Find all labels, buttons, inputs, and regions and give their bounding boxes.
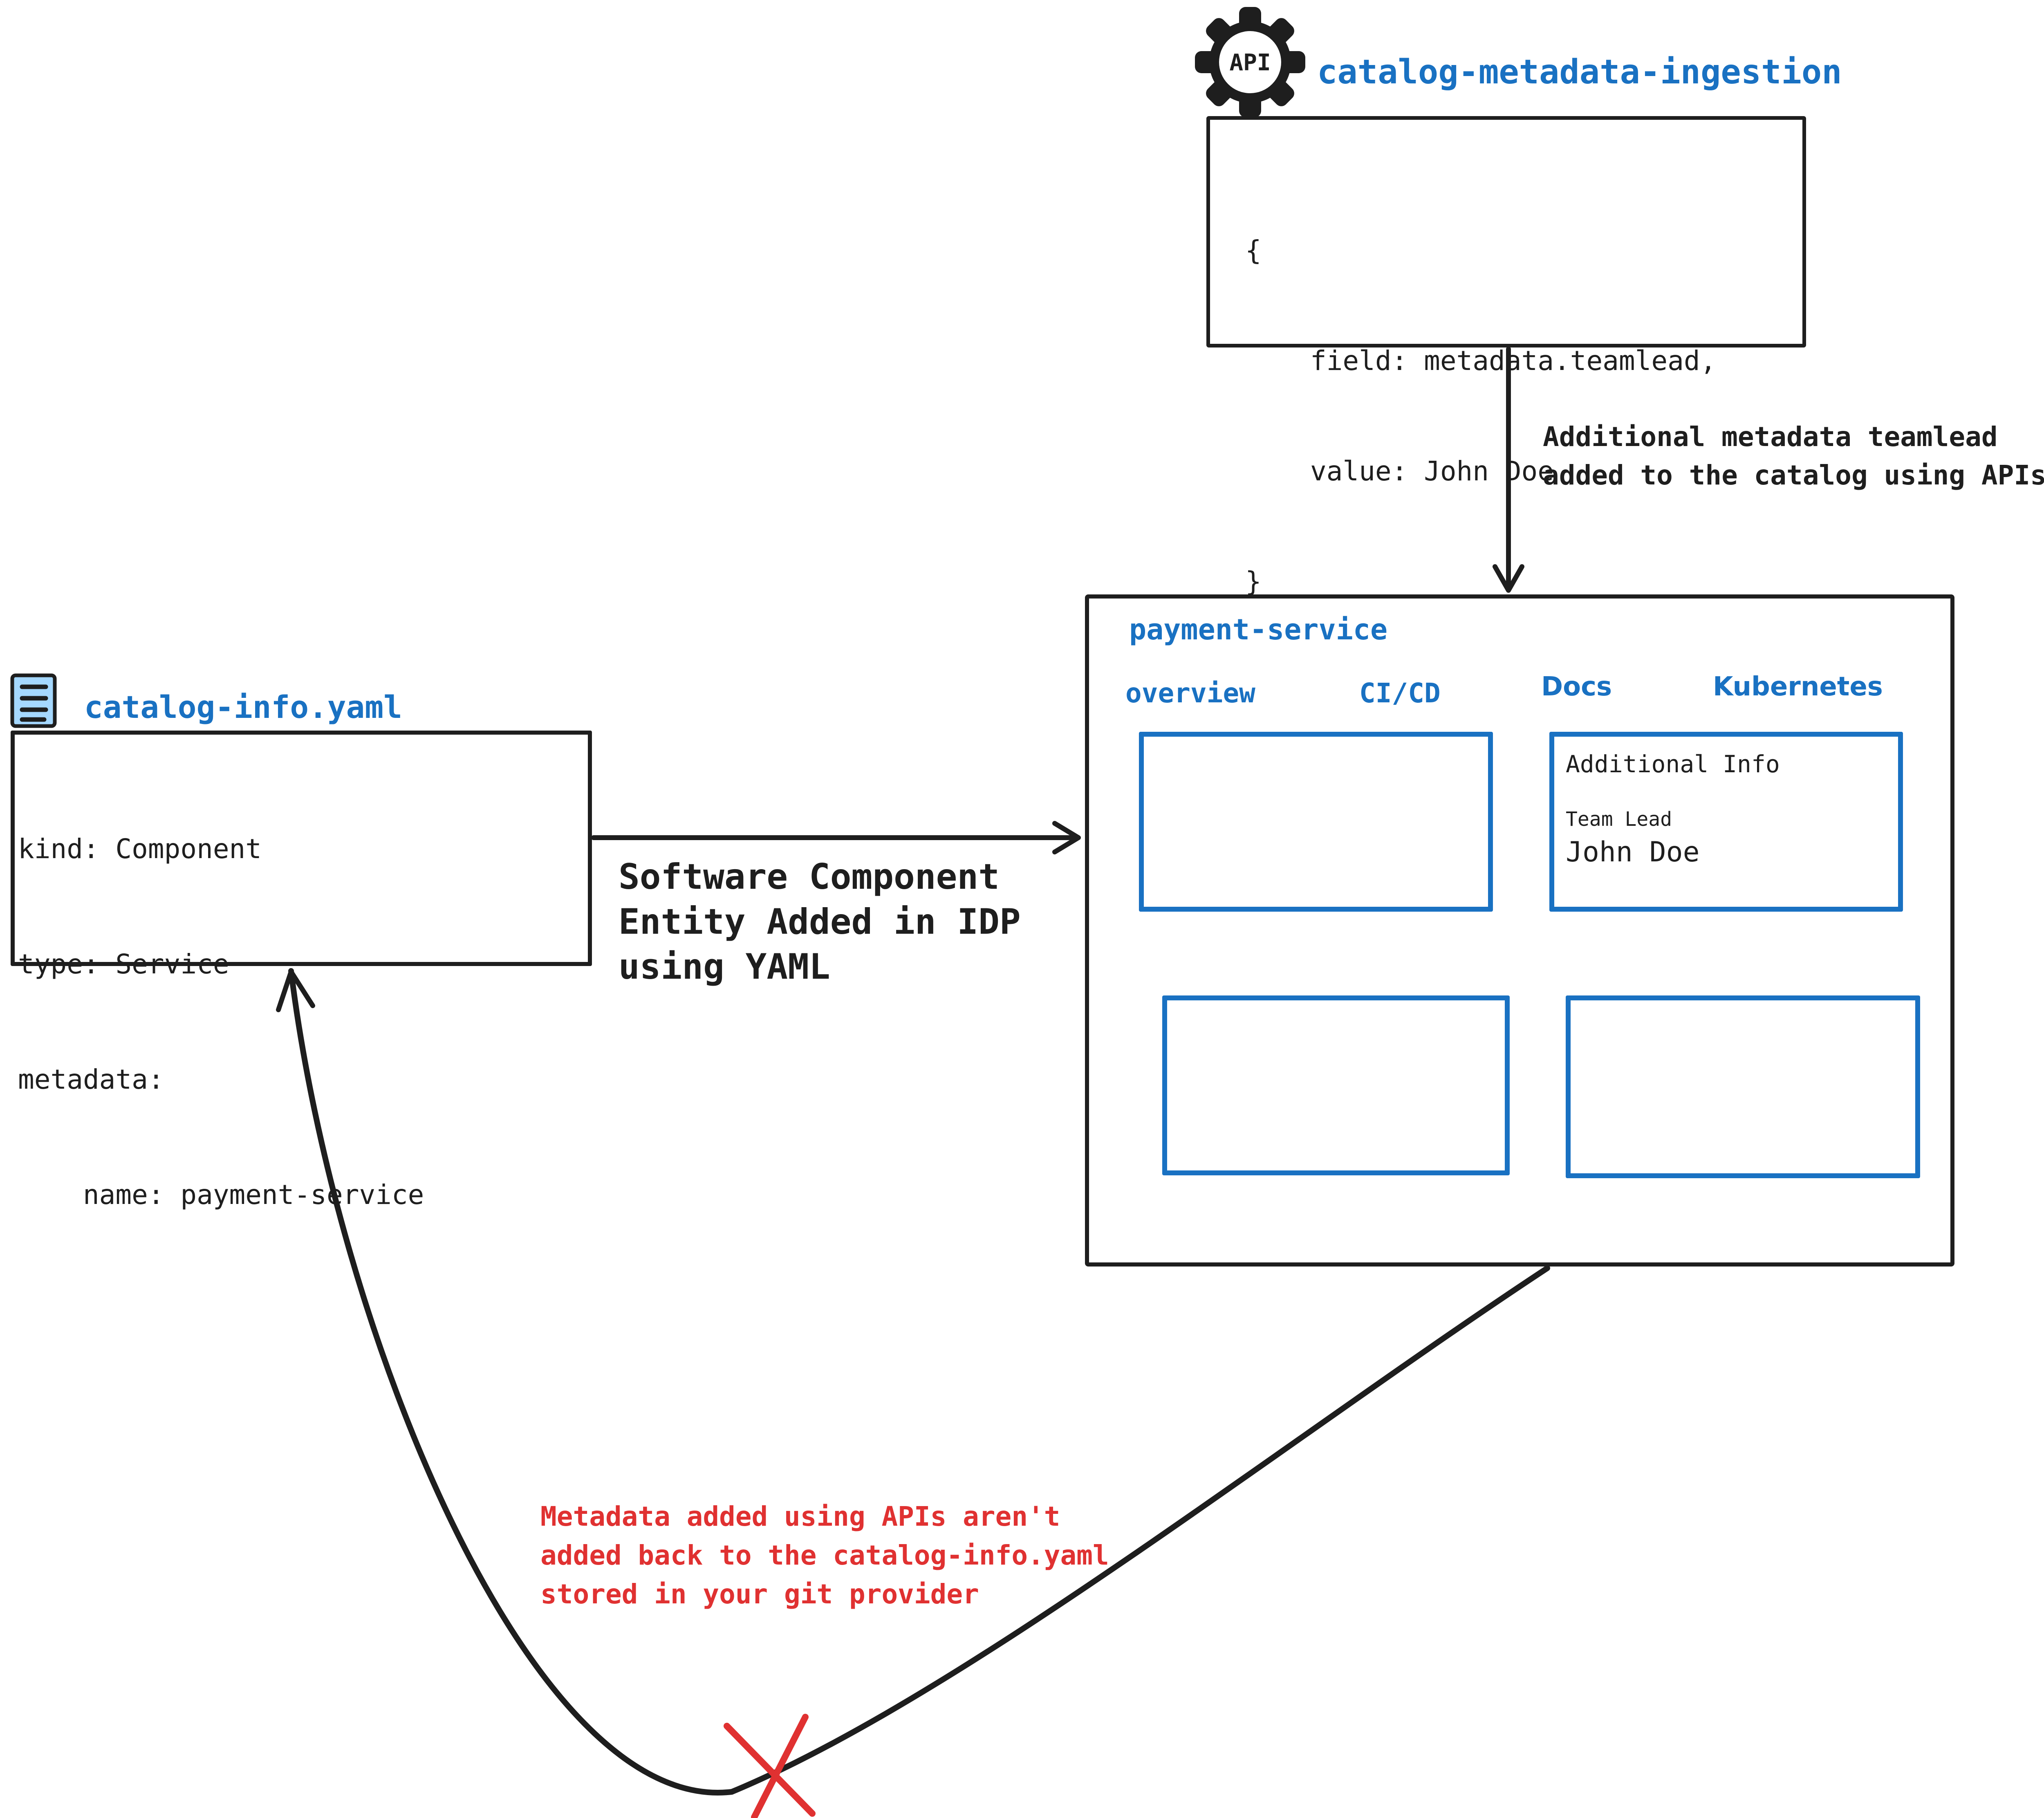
yaml-line: kind: Component <box>18 833 262 865</box>
code-line: } <box>1245 566 1262 597</box>
yaml-file-content: kind: Component type: Service metadata: … <box>18 753 424 1291</box>
api-ingestion-title: catalog-metadata-ingestion <box>1317 53 1842 92</box>
yaml-file-icon <box>10 673 57 728</box>
idp-service-title: payment-service <box>1129 613 1388 646</box>
tab-docs[interactable]: Docs <box>1541 672 1612 702</box>
return-arrow-warning-label: Metadata added using APIs aren't added b… <box>540 1497 1109 1614</box>
code-line: value: John Doe <box>1245 455 1554 487</box>
return-arrow-warning-line: added back to the catalog-info.yaml <box>540 1540 1109 1571</box>
yaml-arrow-label: Software Component Entity Added in IDP u… <box>619 854 1021 989</box>
tab-kubernetes[interactable]: Kubernetes <box>1713 672 1883 702</box>
overview-panel <box>1139 732 1493 912</box>
return-arrow-warning-line: Metadata added using APIs aren't <box>540 1501 1060 1532</box>
api-gear-label: API <box>1229 49 1271 76</box>
team-lead-value: John Doe <box>1566 836 1700 868</box>
arrow-yaml-to-idp <box>591 821 1081 854</box>
additional-info-title: Additional Info <box>1566 750 1780 778</box>
api-gear-icon: API <box>1195 7 1305 117</box>
yaml-line: name: payment-service <box>18 1179 424 1211</box>
additional-info-panel <box>1549 732 1903 912</box>
empty-panel-right <box>1566 995 1920 1178</box>
yaml-arrow-label-line: Entity Added in IDP <box>619 901 1021 942</box>
api-payload-box <box>1206 116 1806 347</box>
api-arrow-label-line: added to the catalog using APIs <box>1543 460 2044 491</box>
yaml-file-title: catalog-info.yaml <box>84 689 402 725</box>
code-line: field: metadata.teamlead, <box>1245 345 1717 377</box>
api-arrow-label-line: Additional metadata teamlead <box>1543 421 1998 453</box>
yaml-arrow-label-line: Software Component <box>619 856 1000 897</box>
yaml-line: type: Service <box>18 948 229 980</box>
yaml-file-box <box>11 731 592 966</box>
tab-cicd[interactable]: CI/CD <box>1359 677 1441 709</box>
tab-overview[interactable]: overview <box>1125 677 1255 709</box>
team-lead-label: Team Lead <box>1566 808 1672 831</box>
api-arrow-label: Additional metadata teamlead added to th… <box>1543 418 2044 495</box>
yaml-arrow-label-line: using YAML <box>619 946 830 987</box>
blocked-cross-icon <box>724 1714 816 1818</box>
empty-panel-left <box>1162 995 1510 1175</box>
code-line: { <box>1245 235 1262 266</box>
return-arrow-warning-line: stored in your git provider <box>540 1578 979 1610</box>
yaml-line: metadata: <box>18 1064 164 1095</box>
api-payload-code: { field: metadata.teamlead, value: John … <box>1245 159 1716 674</box>
